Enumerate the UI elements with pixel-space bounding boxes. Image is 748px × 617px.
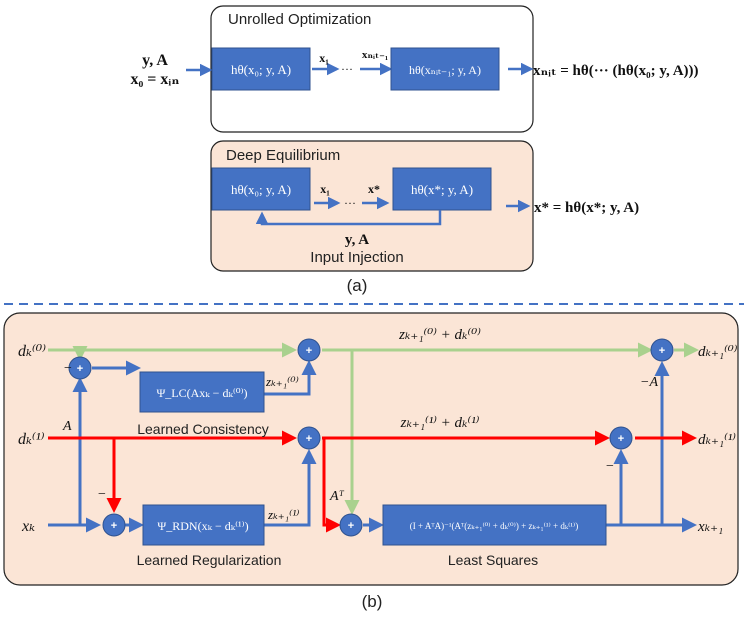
input-d0: dₖ⁽⁰⁾ — [18, 343, 46, 360]
sum-node-z1-sign: + — [306, 433, 312, 445]
deq-box-1-label: hθ(x₀; y, A) — [231, 182, 291, 197]
sum-node-lc-sign: + — [77, 363, 83, 375]
deq-injection-label: Input Injection — [310, 249, 403, 266]
label-z1: zₖ₊₁⁽¹⁾ — [267, 507, 299, 522]
caption-b: (b) — [362, 592, 383, 611]
sum-node-out-d0-sign: + — [659, 345, 665, 357]
deq-output: x* = hθ(x*; y, A) — [534, 200, 639, 216]
label-minusA: −A — [640, 375, 658, 390]
lc-label: Learned Consistency — [137, 421, 269, 437]
blue-rdn-to-sum1 — [264, 449, 317, 527]
rdn-box — [142, 504, 265, 546]
ls-label: Least Squares — [448, 552, 538, 568]
deq-injection-arrow — [255, 210, 442, 226]
minus-rdn: − — [98, 487, 106, 502]
sum-node-rdn-sign: + — [111, 520, 117, 532]
deq-arrow-1-label: x₁ — [320, 182, 330, 196]
deq-box-2-label: hθ(x*; y, A) — [411, 182, 473, 197]
unrolled-arrow-2-label: xₙᵢₜ₋₁ — [362, 49, 388, 61]
deq-injection-vars: y, A — [345, 232, 369, 248]
sum-node-lc: + — [68, 356, 92, 380]
unrolled-title: Unrolled Optimization — [228, 11, 371, 28]
unrolled-box-2 — [390, 47, 500, 91]
sum-node-rdn: + — [102, 513, 126, 537]
sum-node-z1: + — [297, 426, 321, 450]
rdn-label: Learned Regularization — [137, 552, 282, 568]
unrolled-arrow-1-label: x₁ — [319, 51, 329, 65]
output-x: xₖ₊₁ — [697, 519, 723, 535]
label-sum0: zₖ₊₁⁽⁰⁾ + dₖ⁽⁰⁾ — [398, 326, 481, 343]
minus-lc: − — [64, 361, 72, 376]
unrolled-box-1 — [211, 47, 311, 91]
deq-box-1 — [211, 167, 311, 211]
lc-box-label: Ψ_LC(Axₖ − dₖ⁽⁰⁾) — [156, 386, 247, 400]
panel-b: dₖ⁽⁰⁾ dₖ⁽¹⁾ xₖ + + — [3, 312, 739, 611]
label-sum1: zₖ₊₁⁽¹⁾ + dₖ⁽¹⁾ — [400, 414, 480, 431]
ls-box-label: (I + AᵀA)⁻¹(Aᵀ(zₖ₊₁⁽⁰⁾ + dₖ⁽⁰⁾) + zₖ₊₁⁽¹… — [410, 521, 578, 531]
sum-node-out-d1-sign: + — [618, 433, 624, 445]
label-A: A — [62, 419, 72, 434]
unrolled-box-1-label: hθ(x₀; y, A) — [231, 62, 291, 77]
sum-node-out-d0: + — [650, 338, 674, 362]
deq-title: Deep Equilibrium — [226, 147, 340, 164]
sum-node-z0: + — [297, 338, 321, 362]
sum-node-z0-sign: + — [306, 345, 312, 357]
unrolled-box-2-label: hθ(xₙᵢₜ₋₁; y, A) — [409, 63, 481, 77]
lc-box — [139, 371, 265, 413]
sum-node-ls: + — [339, 513, 363, 537]
deq-box-2 — [392, 167, 492, 211]
red-sum1-to-ls-sum — [322, 438, 341, 533]
unrolled-dots: ··· — [341, 62, 353, 76]
caption-a: (a) — [347, 276, 368, 295]
unrolled-input-line1: y, A — [142, 52, 168, 69]
minus-out-d1: − — [606, 459, 614, 474]
sum-node-out-d1: + — [609, 426, 633, 450]
output-d1: dₖ₊₁⁽¹⁾ — [698, 431, 736, 448]
deq-arrow-2-label: x* — [368, 182, 380, 196]
label-z0: zₖ₊₁⁽⁰⁾ — [265, 374, 299, 389]
blue-lc-to-sum0 — [264, 360, 317, 396]
unrolled-output: xₙᵢₜ = hθ(··· (hθ(x₀; y, A))) — [533, 63, 699, 79]
unrolled-input-line2: x₀ = xᵢₙ — [130, 71, 179, 88]
label-AT: Aᵀ — [329, 489, 345, 504]
ls-box — [382, 504, 607, 546]
output-d0: dₖ₊₁⁽⁰⁾ — [698, 343, 738, 360]
sum-node-ls-sign: + — [348, 520, 354, 532]
deq-dots: ··· — [344, 196, 356, 210]
input-d1: dₖ⁽¹⁾ — [18, 431, 45, 448]
input-x: xₖ — [21, 518, 35, 535]
rdn-box-label: Ψ_RDN(xₖ − dₖ⁽¹⁾) — [157, 519, 248, 533]
panel-a: Unrolled Optimization y, A x₀ = xᵢₙ hθ(x… — [130, 5, 699, 295]
